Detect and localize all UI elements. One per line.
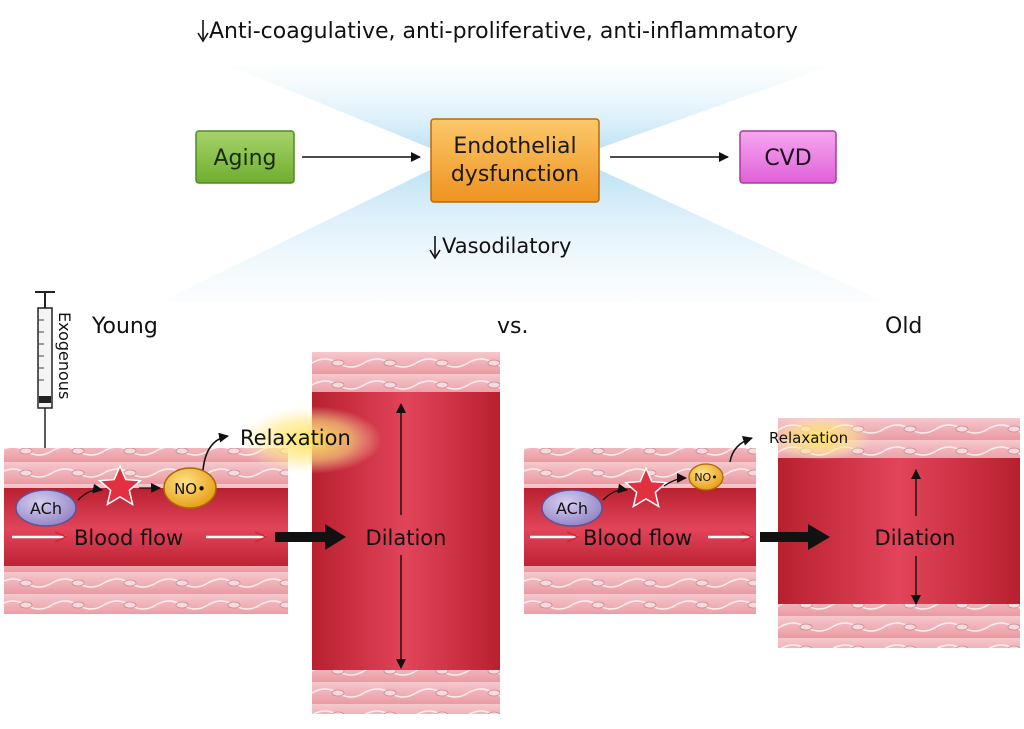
endothelial-dysfunction-box: Endothelial dysfunction xyxy=(430,118,600,203)
old-relaxation-glow xyxy=(768,416,872,460)
down-arrow-icon xyxy=(197,20,209,43)
young-receptor-star-icon xyxy=(97,464,143,507)
endothelial-label-line1: Endothelial xyxy=(453,134,576,159)
aging-label: Aging xyxy=(213,146,276,171)
old-no-label: NO• xyxy=(694,471,717,484)
endothelial-label-line2: dysfunction xyxy=(451,162,579,187)
old-blood-flow-label: Blood flow xyxy=(583,526,692,550)
exogenous-label: Exogenous xyxy=(55,312,74,399)
old-dilation-label: Dilation xyxy=(875,526,956,550)
old-star-to-no-arrow xyxy=(663,473,687,487)
top-light-fan xyxy=(230,66,830,148)
old-ach-molecule: ACh xyxy=(541,489,603,527)
aging-box: Aging xyxy=(195,130,295,184)
young-relaxation-glow xyxy=(238,406,382,474)
vs-label: vs. xyxy=(497,314,528,339)
old-no-to-relaxation-arrow xyxy=(729,435,753,463)
down-arrow-icon xyxy=(429,236,441,260)
syringe-icon xyxy=(35,291,55,490)
young-ach-label: ACh xyxy=(30,499,62,518)
bottom-light-fan xyxy=(160,170,885,302)
cvd-label: CVD xyxy=(764,146,811,171)
old-thick-arrow xyxy=(760,524,830,550)
old-ach-to-star-arrow xyxy=(602,483,628,501)
young-ach-to-star-arrow xyxy=(77,483,103,501)
old-receptor-star-icon xyxy=(623,466,669,509)
vasodilatory-label: Vasodilatory xyxy=(442,234,571,258)
old-no-molecule: NO• xyxy=(688,463,724,491)
young-label: Young xyxy=(91,314,158,339)
young-blood-flow-label: Blood flow xyxy=(74,526,183,550)
young-dilation-label: Dilation xyxy=(366,526,447,550)
young-no-label: NO• xyxy=(174,480,206,498)
young-thick-arrow xyxy=(275,524,346,550)
old-label: Old xyxy=(885,314,922,339)
cvd-box: CVD xyxy=(739,130,837,184)
young-no-molecule: NO• xyxy=(163,467,217,509)
old-ach-label: ACh xyxy=(556,499,588,518)
old-relaxation-label: Relaxation xyxy=(769,429,848,447)
top-effects-label: Anti-coagulative, anti-proliferative, an… xyxy=(209,19,798,44)
young-no-to-relaxation-arrow xyxy=(202,432,229,471)
young-ach-molecule: ACh xyxy=(15,489,77,527)
young-relaxation-label: Relaxation xyxy=(240,426,351,450)
